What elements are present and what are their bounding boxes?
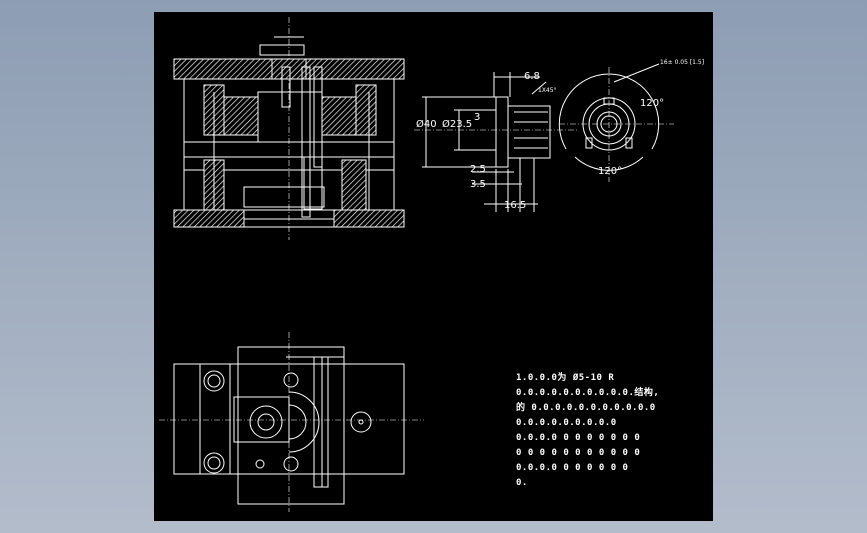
note-line-4: 0.0.0.0.0.0.0.0.0 (516, 418, 617, 428)
note-line-3: 的 0.0.0.0.0.0.0.0.0.0.0 (516, 401, 656, 413)
mold-assembly-section (173, 17, 405, 240)
dim-16-5: 16.5 (504, 200, 526, 211)
dim-angle-120-top: 120° (640, 98, 664, 109)
dim-3-5: 3.5 (470, 179, 486, 190)
cad-drawing: 6.8 1X45° Ø40 Ø23.5 3 2.5 3.5 16.5 120° … (159, 17, 704, 512)
dim-3: 3 (474, 112, 480, 123)
dim-tolerance-note: 16± 0.05 [1.5] (660, 59, 704, 66)
note-line-7: 0.0.0.0 0 0 0 0 0 0 (516, 463, 628, 473)
note-line-8: 0. (516, 478, 528, 488)
technical-notes: 1.0.0.0为 Ø5-10 R 0.0.0.0.0.0.0.0.0.0.结构,… (516, 371, 659, 488)
mold-plan-view (159, 332, 424, 512)
cad-viewport[interactable]: 6.8 1X45° Ø40 Ø23.5 3 2.5 3.5 16.5 120° … (154, 12, 713, 521)
dim-2-5: 2.5 (470, 164, 486, 175)
dim-6-8: 6.8 (524, 71, 540, 82)
dim-dia-40: Ø40 (416, 118, 437, 130)
dim-angle-120-bottom: 120° (598, 166, 622, 177)
part-drawing: 6.8 1X45° Ø40 Ø23.5 3 2.5 3.5 16.5 120° … (414, 59, 704, 212)
note-line-1: 1.0.0.0为 Ø5-10 R (516, 371, 614, 383)
note-line-5: 0.0.0.0 0 0 0 0 0 0 0 (516, 433, 640, 443)
note-line-6: 0 0 0 0 0 0 0 0 0 0 0 (516, 448, 640, 458)
note-line-2: 0.0.0.0.0.0.0.0.0.0.结构, (516, 386, 659, 398)
dim-dia-23-5: Ø23.5 (442, 118, 472, 130)
dim-chamfer: 1X45° (538, 87, 557, 94)
